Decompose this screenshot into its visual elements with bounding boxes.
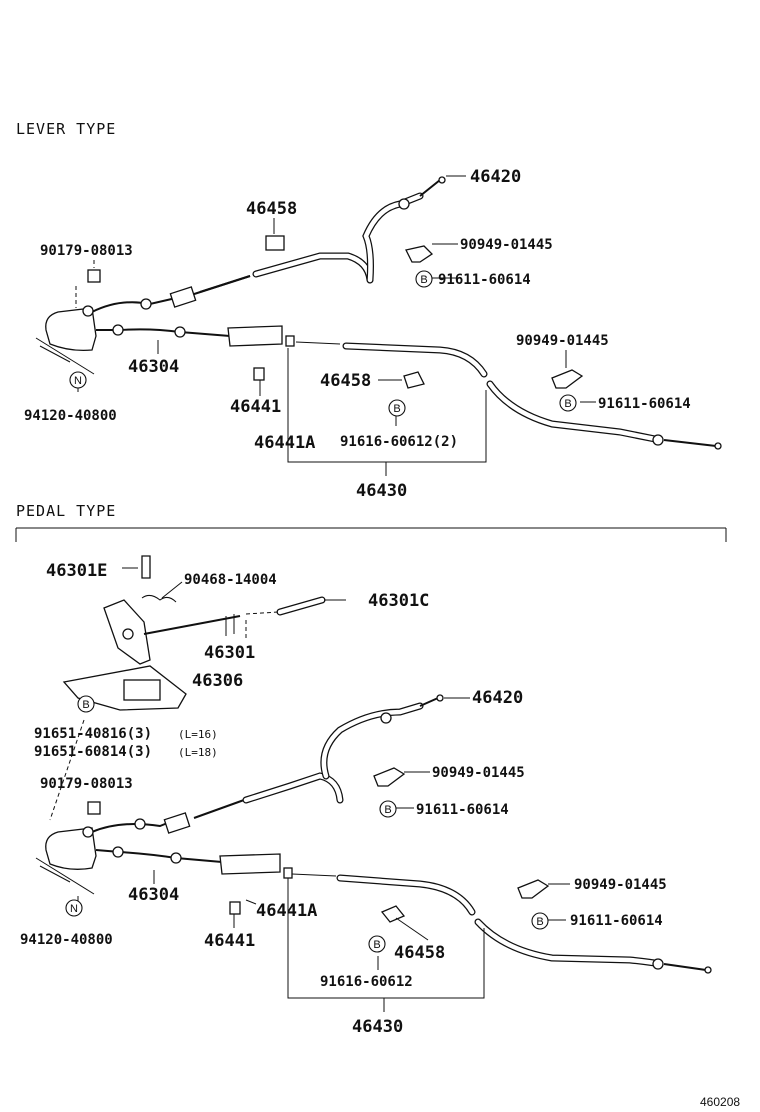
label-pedal-90179: 90179-08013 [40, 776, 133, 792]
label-pedal-94120: 94120-40800 [20, 932, 113, 948]
lever-type-assembly: B B B N 46420 46458 90179-08013 90949-01… [24, 167, 722, 501]
label-lever-46458-mid: 46458 [320, 371, 371, 391]
label-lever-90949-b: 90949-01445 [516, 333, 609, 349]
label-lever-46430: 46430 [356, 481, 407, 501]
label-pedal-46458: 46458 [394, 943, 445, 963]
label-pedal-46420: 46420 [472, 688, 523, 708]
label-pedal-46430: 46430 [352, 1017, 403, 1037]
clamp-90949-rear [551, 369, 584, 389]
label-lever-46458-top: 46458 [246, 199, 297, 219]
label-pedal-90949-a: 90949-01445 [432, 765, 525, 781]
marker-b-lever-2: B [564, 398, 571, 410]
label-pedal-46441A: 46441A [256, 901, 317, 921]
label-pedal-46301C: 46301C [368, 591, 429, 611]
marker-n-lever: N [74, 375, 82, 387]
label-pedal-91651-a-note: (L=16) [178, 728, 218, 741]
label-lever-94120: 94120-40800 [24, 408, 117, 424]
label-lever-91611-b: 91611-60614 [598, 396, 691, 412]
label-lever-46304: 46304 [128, 357, 179, 377]
marker-b-pedal-2: B [384, 804, 391, 816]
label-pedal-46301: 46301 [204, 643, 255, 663]
label-pedal-91611-b: 91611-60614 [570, 913, 663, 929]
section-title-pedal: PEDAL TYPE [16, 502, 116, 520]
label-pedal-91651-b-note: (L=18) [178, 746, 218, 759]
section-title-lever: LEVER TYPE [16, 120, 116, 138]
label-lever-46420: 46420 [470, 167, 521, 187]
marker-b-lever-3: B [393, 403, 400, 415]
label-pedal-46304: 46304 [128, 885, 179, 905]
equalizer-bracket [45, 307, 97, 352]
label-pedal-46301E: 46301E [46, 561, 107, 581]
label-lever-46441: 46441 [230, 397, 281, 417]
label-pedal-91611-a: 91611-60614 [416, 802, 509, 818]
label-lever-46441A: 46441A [254, 433, 315, 453]
label-pedal-91651-a: 91651-40816(3) [34, 726, 152, 742]
label-lever-90179: 90179-08013 [40, 243, 133, 259]
marker-b-pedal-1: B [82, 699, 89, 711]
cable-sleeve-46304 [227, 325, 283, 347]
clamp-90949-front [405, 245, 434, 263]
label-pedal-91616: 91616-60612 [320, 974, 413, 990]
diagram-code: 460208 [700, 1095, 740, 1109]
marker-n-pedal: N [70, 903, 78, 915]
label-pedal-90468: 90468-14004 [184, 572, 277, 588]
marker-b-lever-1: B [420, 274, 427, 286]
label-lever-90949-a: 90949-01445 [460, 237, 553, 253]
label-lever-91611-a: 91611-60614 [438, 272, 531, 288]
marker-b-pedal-3: B [536, 916, 543, 928]
label-pedal-46441: 46441 [204, 931, 255, 951]
pedal-type-assembly: B B B B N 46301E 90468-14004 46301C 4630… [20, 555, 712, 1037]
marker-b-pedal-4: B [373, 939, 380, 951]
label-pedal-90949-b: 90949-01445 [574, 877, 667, 893]
label-lever-91616: 91616-60612(2) [340, 434, 458, 450]
cable-sleeve-46304-pedal [219, 853, 281, 875]
label-pedal-46306: 46306 [192, 671, 243, 691]
label-pedal-91651-b: 91651-60814(3) [34, 744, 152, 760]
